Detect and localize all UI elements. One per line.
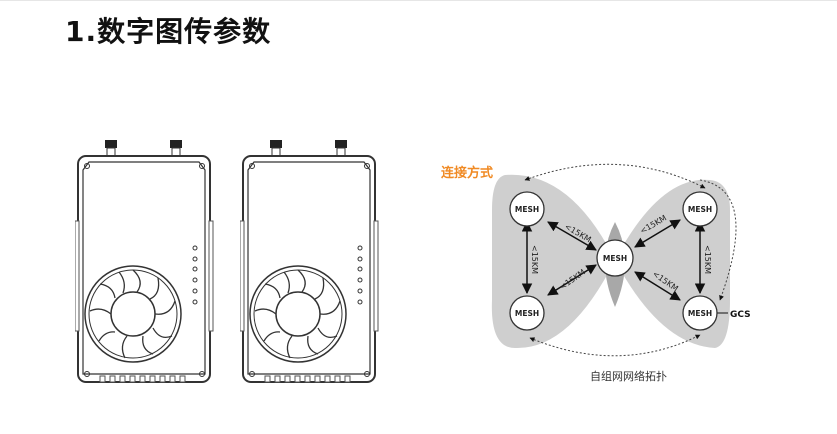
svg-text:MESH: MESH — [688, 309, 712, 318]
left-cluster — [491, 174, 615, 349]
distance-label: <15KM — [530, 245, 539, 274]
distance-label: <15KM — [703, 245, 712, 274]
top-border — [0, 0, 837, 1]
svg-text:MESH: MESH — [688, 205, 712, 214]
gcs-label: GCS — [730, 310, 751, 320]
mesh-topology-diagram: <15KM <15KM <15KM <15KM <15KM <15KM MESH… — [491, 163, 751, 357]
svg-text:MESH: MESH — [603, 254, 627, 263]
device-front-view-1 — [75, 139, 214, 383]
mesh-node-bottom-right: MESH — [682, 295, 718, 331]
mesh-node-bottom-left: MESH — [509, 295, 545, 331]
mesh-node-top-left: MESH — [509, 191, 545, 227]
diagram-caption: 自组网网络拓扑 — [590, 370, 667, 383]
dotted-link-bottom — [529, 334, 701, 357]
page-title: 1.数字图传参数 — [65, 15, 272, 48]
dotted-link-top — [524, 163, 706, 189]
svg-text:MESH: MESH — [515, 309, 539, 318]
device-front-view-2 — [240, 139, 379, 383]
dotted-link-right — [699, 179, 737, 301]
section-title-connection-mode: 连接方式 — [441, 166, 494, 181]
mesh-node-top-right: MESH — [682, 191, 718, 227]
mesh-node-center: MESH — [596, 239, 634, 277]
svg-text:MESH: MESH — [515, 205, 539, 214]
